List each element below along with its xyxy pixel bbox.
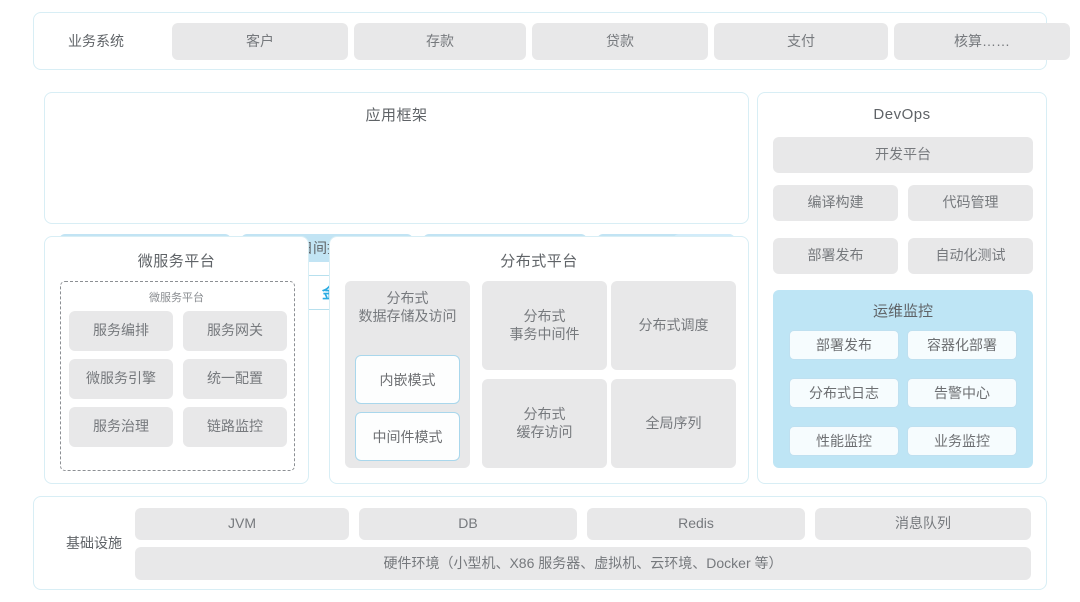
infrastructure-label: 基础设施 — [66, 535, 122, 551]
microservice-dashed-group — [60, 281, 295, 471]
microservice-platform-panel: 微服务平台 微服务平台 服务编排 服务网关 微服务引擎 统一配置 服务治理 链路… — [44, 236, 309, 484]
infrastructure-chip-message-queue[interactable]: 消息队列 — [815, 508, 1031, 540]
distributed-platform-title: 分布式平台 — [500, 253, 578, 270]
business-chip-accounting[interactable]: 核算…… — [894, 23, 1070, 60]
business-system-label: 业务系统 — [68, 33, 124, 49]
devops-chip-build[interactable]: 编译构建 — [773, 185, 898, 221]
distributed-chip-global-sequence[interactable]: 全局序列 — [611, 379, 736, 468]
microservice-chip-unified-config[interactable]: 统一配置 — [183, 359, 287, 399]
distributed-data-storage-label: 分布式 数据存储及访问 — [358, 290, 457, 324]
distributed-chip-cache-access[interactable]: 分布式 缓存访问 — [482, 379, 607, 468]
devops-chip-deploy-release[interactable]: 部署发布 — [773, 238, 898, 274]
devops-chip-code-management[interactable]: 代码管理 — [908, 185, 1033, 221]
distributed-data-storage-group[interactable]: 分布式 数据存储及访问 内嵌模式 中间件模式 — [345, 281, 470, 468]
microservice-subtitle: 微服务平台 — [149, 292, 204, 304]
distributed-mode-embedded[interactable]: 内嵌模式 — [355, 355, 460, 404]
application-framework-title: 应用框架 — [365, 107, 428, 124]
ops-chip-alert-center[interactable]: 告警中心 — [907, 378, 1017, 408]
devops-chip-dev-platform[interactable]: 开发平台 — [773, 137, 1033, 173]
application-framework-panel: 应用框架 日间联机 日间批量 日终批处理 定时任务 金融行业基础应用框架 ... — [44, 92, 749, 310]
ops-monitoring-title: 运维监控 — [872, 303, 933, 320]
infrastructure-chip-redis[interactable]: Redis — [587, 508, 805, 540]
ops-chip-containerized-deploy[interactable]: 容器化部署 — [907, 330, 1017, 360]
infrastructure-chip-hardware-env[interactable]: 硬件环境（小型机、X86 服务器、虚拟机、云环境、Docker 等） — [135, 547, 1031, 580]
microservice-chip-governance[interactable]: 服务治理 — [69, 407, 173, 447]
distributed-chip-transaction-middleware[interactable]: 分布式 事务中间件 — [482, 281, 607, 370]
microservice-chip-gateway[interactable]: 服务网关 — [183, 311, 287, 351]
microservice-chip-engine[interactable]: 微服务引擎 — [69, 359, 173, 399]
ops-chip-distributed-log[interactable]: 分布式日志 — [789, 378, 899, 408]
business-chip-deposit[interactable]: 存款 — [354, 23, 526, 60]
infrastructure-chip-db[interactable]: DB — [359, 508, 577, 540]
distributed-mode-middleware[interactable]: 中间件模式 — [355, 412, 460, 461]
infrastructure-row: 基础设施 JVM DB Redis 消息队列 硬件环境（小型机、X86 服务器、… — [33, 496, 1047, 590]
microservice-chip-orchestration[interactable]: 服务编排 — [69, 311, 173, 351]
business-chip-loan[interactable]: 贷款 — [532, 23, 708, 60]
microservice-platform-title: 微服务平台 — [137, 253, 216, 270]
ops-chip-performance-monitor[interactable]: 性能监控 — [789, 426, 899, 456]
ops-chip-business-monitor[interactable]: 业务监控 — [907, 426, 1017, 456]
business-system-row: 业务系统 客户 存款 贷款 支付 核算…… — [33, 12, 1070, 70]
ops-chip-deploy-release[interactable]: 部署发布 — [789, 330, 899, 360]
devops-title: DevOps — [873, 106, 931, 123]
devops-chip-automated-test[interactable]: 自动化测试 — [908, 238, 1033, 274]
distributed-chip-scheduling[interactable]: 分布式调度 — [611, 281, 736, 370]
infrastructure-chip-jvm[interactable]: JVM — [135, 508, 349, 540]
business-chip-payment[interactable]: 支付 — [714, 23, 888, 60]
business-chip-customer[interactable]: 客户 — [172, 23, 348, 60]
microservice-chip-trace-monitor[interactable]: 链路监控 — [183, 407, 287, 447]
distributed-platform-panel: 分布式平台 分布式 数据存储及访问 内嵌模式 中间件模式 分布式 事务中间件 分… — [329, 236, 749, 484]
devops-panel: DevOps 开发平台 编译构建 代码管理 部署发布 自动化测试 运维监控 部署… — [757, 92, 1047, 484]
ops-monitoring-group: 运维监控 部署发布 容器化部署 分布式日志 告警中心 性能监控 业务监控 — [773, 290, 1033, 468]
